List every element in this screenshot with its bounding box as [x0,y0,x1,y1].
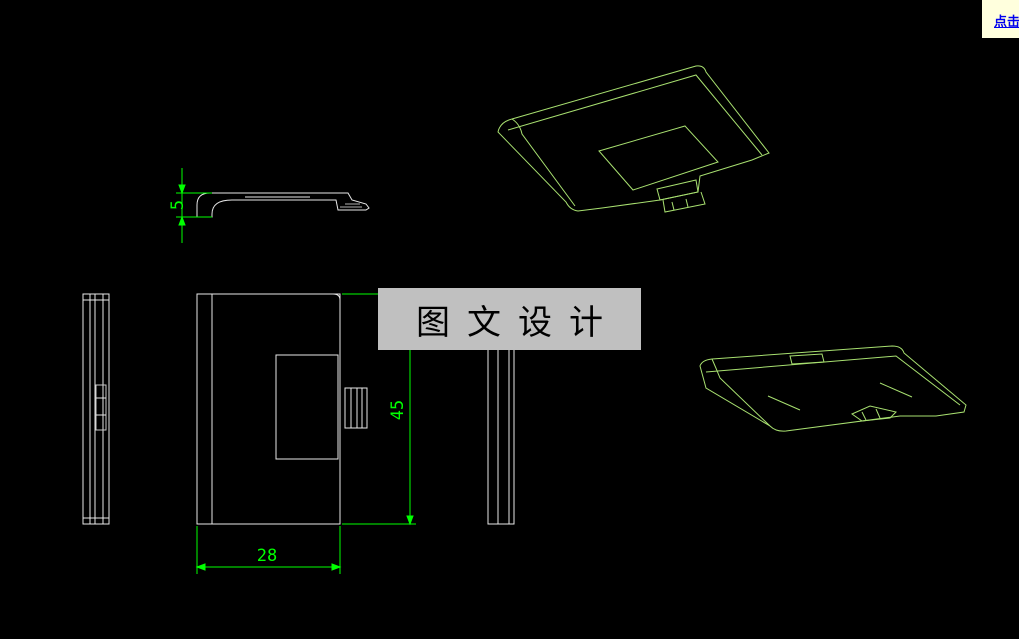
side-height-dimension [176,168,212,243]
front-height-label: 45 [388,400,408,420]
isometric-view-bottom [699,345,967,432]
title-banner: 图文设计 [378,288,641,350]
side-height-label: 5 [168,200,188,210]
isometric-view-top [497,65,770,213]
left-side-view [82,293,110,525]
front-view [196,293,368,525]
side-profile-view [196,192,370,218]
corner-link[interactable]: 点击 [982,0,1019,38]
right-side-view [487,347,515,525]
front-width-dimension [195,526,342,574]
front-width-label: 28 [257,546,277,566]
